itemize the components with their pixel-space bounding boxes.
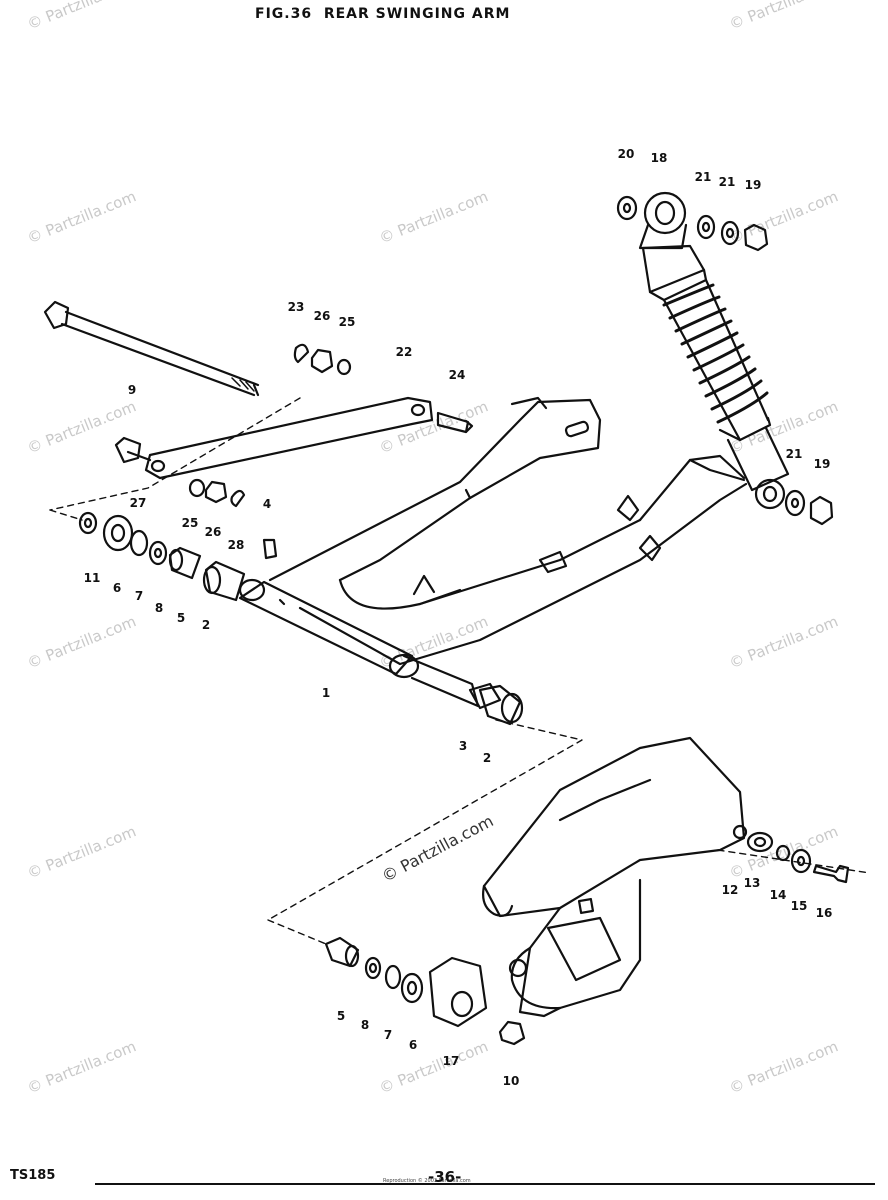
callout-17: 17: [442, 1054, 460, 1068]
left-bushing-stack: [78, 511, 246, 602]
callout-18: 18: [650, 151, 668, 165]
callout-11: 11: [83, 571, 101, 585]
copyright-notice: Reproduction © 2003 Partzilla.com: [383, 1178, 471, 1184]
callout-13: 13: [743, 876, 761, 890]
callout-2: 2: [482, 751, 492, 765]
callout-6: 6: [112, 581, 122, 595]
swing-arm: [238, 396, 748, 708]
rear-shock-absorber: [638, 191, 790, 510]
callout-26: 26: [204, 525, 222, 539]
model-code: TS185: [10, 1168, 56, 1183]
leader-lines: [49, 397, 871, 945]
callout-5: 5: [176, 611, 186, 625]
callout-7: 7: [134, 589, 144, 603]
callout-28: 28: [227, 538, 245, 552]
chain-case: [482, 736, 850, 1018]
right-bushing: [468, 682, 524, 726]
page-number: -36-: [428, 1168, 462, 1186]
callout-9: 9: [127, 383, 137, 397]
shock-bottom-hardware: [784, 489, 834, 526]
callout-16: 16: [815, 906, 833, 920]
callout-14: 14: [769, 888, 787, 902]
callout-25: 25: [338, 315, 356, 329]
figure-title: FIG.36 REAR SWINGING ARM: [255, 6, 511, 22]
shock-top-hardware: [616, 195, 769, 252]
callout-25: 25: [181, 516, 199, 530]
callout-24: 24: [448, 368, 466, 382]
callout-5: 5: [336, 1009, 346, 1023]
pivot-bolt: [43, 300, 260, 397]
callout-1: 1: [321, 686, 331, 700]
callout-21: 21: [785, 447, 803, 461]
callout-4: 4: [262, 497, 272, 511]
callout-21: 21: [694, 170, 712, 184]
callout-27: 27: [129, 496, 147, 510]
callout-19: 19: [813, 457, 831, 471]
footer-rule: [95, 1183, 875, 1185]
callout-19: 19: [744, 178, 762, 192]
callout-22: 22: [395, 345, 413, 359]
callout-26: 26: [313, 309, 331, 323]
callout-6: 6: [408, 1038, 418, 1052]
callout-12: 12: [721, 883, 739, 897]
callout-20: 20: [617, 147, 635, 161]
callout-10: 10: [502, 1074, 520, 1088]
callout-8: 8: [360, 1018, 370, 1032]
callout-21: 21: [718, 175, 736, 189]
lower-bushing-stack: [324, 936, 526, 1046]
callout-7: 7: [383, 1028, 393, 1042]
callout-15: 15: [790, 899, 808, 913]
torque-link: [114, 343, 474, 508]
callout-3: 3: [458, 739, 468, 753]
callout-2: 2: [201, 618, 211, 632]
callout-23: 23: [287, 300, 305, 314]
callout-8: 8: [154, 601, 164, 615]
